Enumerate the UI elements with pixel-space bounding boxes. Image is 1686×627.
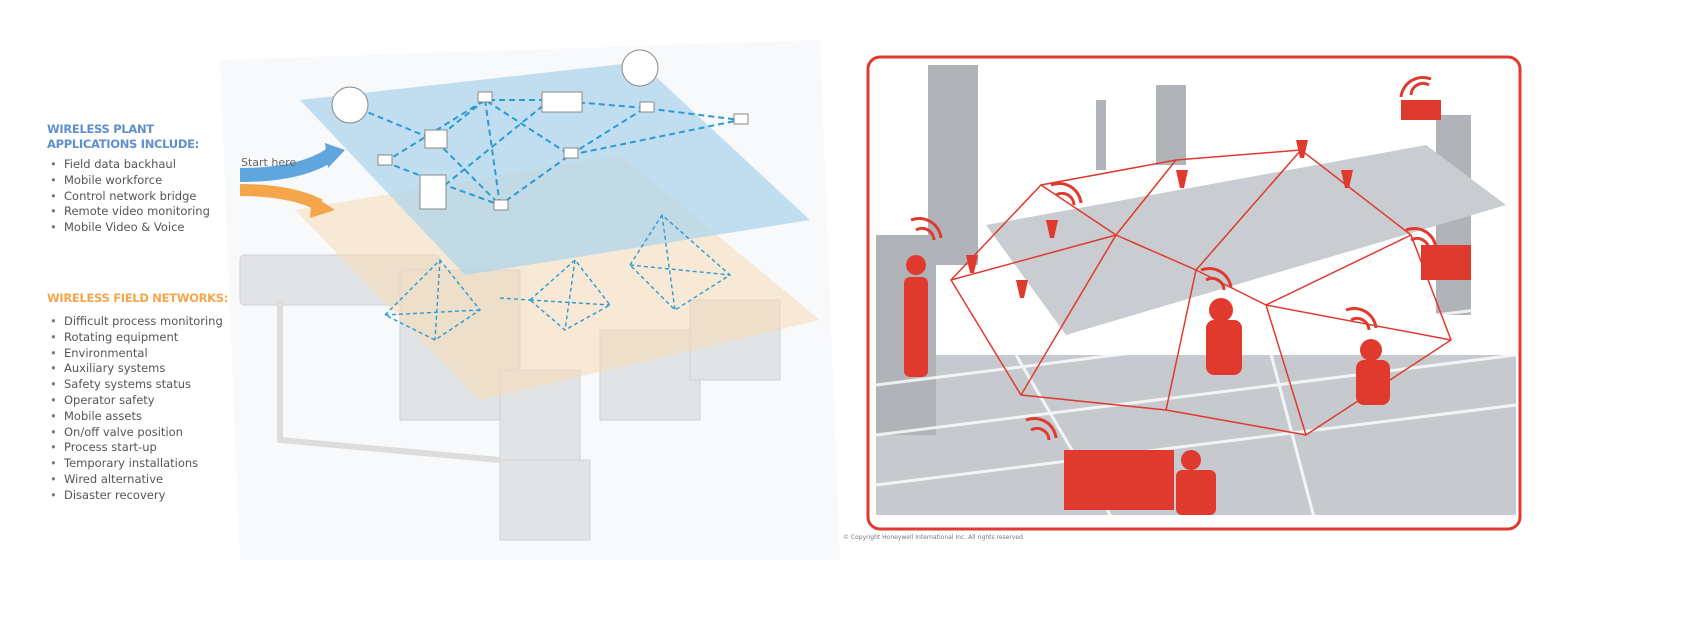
- mesh-network-links: [950, 149, 1452, 436]
- list-item: Disaster recovery: [50, 488, 223, 504]
- plant-network-illustration: [220, 40, 840, 560]
- wireless-devices: [904, 100, 1471, 515]
- plant-equipment: [239, 254, 781, 541]
- list-item: On/off valve position: [50, 425, 223, 441]
- plant-applications-heading: WIRELESS PLANT APPLICATIONS INCLUDE:: [47, 122, 199, 152]
- list-item: Mobile assets: [50, 409, 223, 425]
- list-item: Mobile workforce: [50, 173, 210, 189]
- field-networks-list: Difficult process monitoring Rotating eq…: [50, 314, 223, 504]
- field-networks-heading: WIRELESS FIELD NETWORKS:: [47, 291, 229, 305]
- heading-line: WIRELESS PLANT: [47, 122, 154, 136]
- list-item: Safety systems status: [50, 377, 223, 393]
- list-item: Mobile Video & Voice: [50, 220, 210, 236]
- list-item: Environmental: [50, 346, 223, 362]
- plant-applications-list: Field data backhaul Mobile workforce Con…: [50, 157, 210, 236]
- list-item: Field data backhaul: [50, 157, 210, 173]
- list-item: Control network bridge: [50, 189, 210, 205]
- list-item: Difficult process monitoring: [50, 314, 223, 330]
- list-item: Rotating equipment: [50, 330, 223, 346]
- heading-line: APPLICATIONS INCLUDE:: [47, 137, 199, 151]
- pipe-lines: [875, 303, 1517, 526]
- network-nodes: [331, 49, 749, 211]
- wireless-signal-icons: [910, 75, 1438, 441]
- list-item: Wired alternative: [50, 472, 223, 488]
- list-item: Remote video monitoring: [50, 204, 210, 220]
- list-item: Temporary installations: [50, 456, 223, 472]
- plant-network-plane: [300, 62, 810, 275]
- honeywell-wireless-plant-illustration: [866, 55, 1522, 531]
- copyright-notice: © Copyright Honeywell International Inc.…: [843, 534, 1025, 541]
- list-item: Operator safety: [50, 393, 223, 409]
- list-item: Auxiliary systems: [50, 361, 223, 377]
- start-here-label: Start here: [241, 156, 297, 169]
- start-arrow-blue: [239, 149, 334, 182]
- field-mesh-links: [383, 213, 732, 341]
- list-item: Process start-up: [50, 440, 223, 456]
